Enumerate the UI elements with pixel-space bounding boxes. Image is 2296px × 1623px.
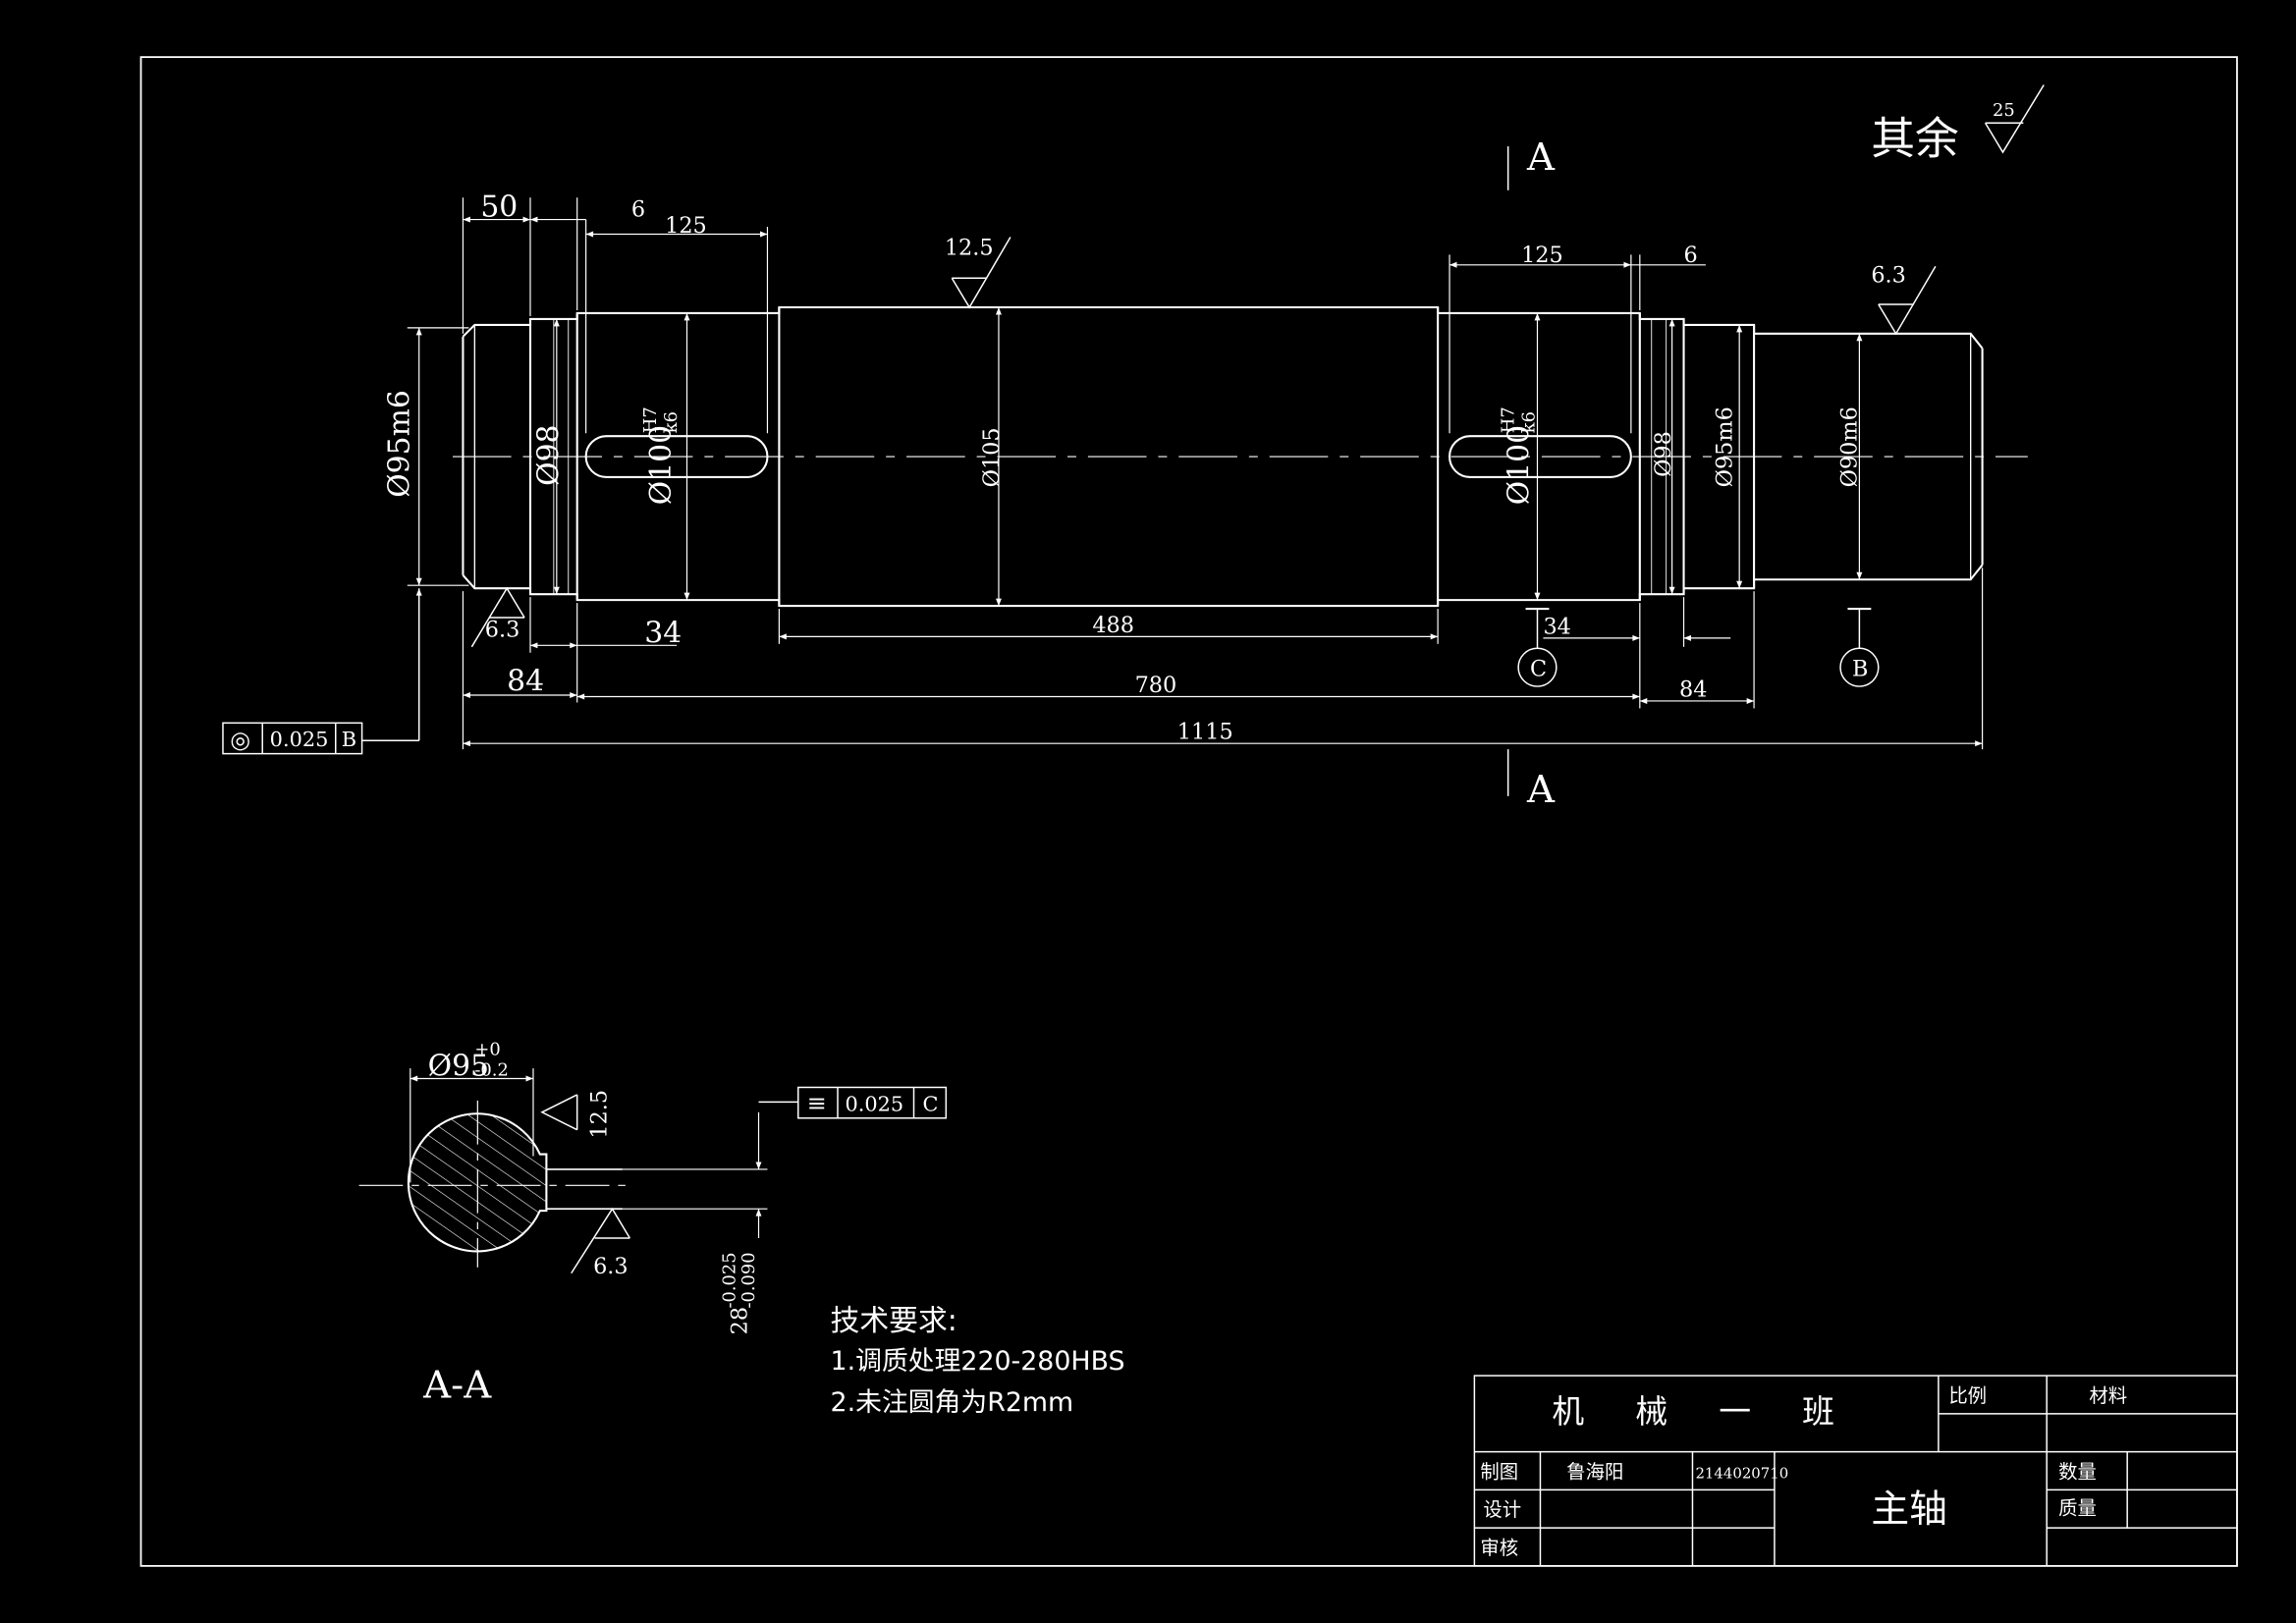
roughness-symbol-left (470, 586, 525, 648)
title-org: 机 械 一 班 (1552, 1393, 1854, 1431)
keyway-lower-dev: -0.090 (738, 1252, 759, 1308)
default-roughness-symbol (1984, 84, 2045, 154)
section-roughness-bottom: 6.3 (593, 1254, 629, 1279)
dim-125-right: 125 (1521, 243, 1563, 268)
roughness-middle-value: 12.5 (945, 235, 994, 260)
datum-b-symbol (1839, 608, 1880, 687)
fit-k6-right: k6 (1519, 411, 1540, 433)
coaxiality-datum: B (342, 728, 356, 751)
title-drawn-label: 制图 (1480, 1460, 1518, 1483)
title-design-label: 设计 (1483, 1498, 1521, 1521)
section-title: A-A (422, 1363, 492, 1407)
dim-50: 50 (480, 190, 518, 225)
section-roughness-top: 12.5 (587, 1090, 613, 1139)
dia-95m6-left: Ø95m6 (382, 390, 416, 498)
dimension-lines (407, 197, 1984, 750)
dia-100-left: Ø100 (644, 425, 679, 505)
section-mark-top: A (1526, 135, 1556, 180)
keyway-left (584, 435, 769, 478)
fit-h7-left: H7 (640, 406, 661, 433)
symmetry-value: 0.025 (845, 1092, 903, 1115)
section-view (358, 1068, 948, 1274)
roughness-left-value: 6.3 (485, 617, 520, 642)
section-mark-bottom: A (1526, 768, 1556, 812)
dia-100-right: Ø100 (1503, 425, 1537, 505)
dim-84-left: 84 (507, 665, 544, 699)
dim-34-left: 34 (644, 616, 682, 650)
title-material-label: 材料 (2089, 1384, 2127, 1407)
dia-98-left: Ø98 (531, 425, 566, 486)
title-scale-label: 比例 (1948, 1384, 1987, 1407)
dim-6-right: 6 (1684, 243, 1698, 268)
roughness-symbol-right (1878, 265, 1937, 336)
title-mass-label: 质量 (2058, 1497, 2097, 1520)
section-diameter: Ø95 (428, 1050, 489, 1084)
title-part-name: 主轴 (1871, 1488, 1947, 1532)
default-roughness-value: 25 (1993, 100, 2015, 121)
dia-98-right: Ø98 (1651, 431, 1676, 477)
fit-h7-right: H7 (1499, 406, 1519, 433)
tech-req-item-1: 1.调质处理220-280HBS (831, 1346, 1125, 1377)
dia-95m6-right: Ø95m6 (1713, 406, 1738, 487)
dim-34-right: 34 (1543, 614, 1570, 639)
title-drawn-name: 鲁海阳 (1566, 1460, 1623, 1483)
title-block (1473, 1375, 2238, 1567)
keyway-upper-dev: -0.025 (720, 1252, 740, 1308)
datum-c-symbol (1517, 608, 1558, 687)
dia-105: Ø105 (979, 427, 1005, 487)
datum-c-label: C (1530, 657, 1547, 682)
roughness-symbol-middle (951, 237, 1011, 309)
dim-780: 780 (1135, 673, 1177, 698)
default-roughness-text: 其余 (1871, 113, 1958, 165)
roughness-right-value: 6.3 (1871, 263, 1906, 289)
title-quantity-label: 数量 (2058, 1460, 2097, 1483)
dim-488: 488 (1092, 613, 1134, 638)
fit-k6-left: k6 (661, 411, 682, 433)
title-drawn-id: 2144020710 (1695, 1464, 1788, 1482)
shaft-main-view (452, 305, 2028, 608)
tech-req-item-2: 2.未注圆角为R2mm (831, 1387, 1074, 1418)
section-upper-dev: +0 (474, 1040, 500, 1060)
dim-125-left: 125 (665, 213, 707, 239)
coaxiality-symbol: ◎ (230, 727, 250, 754)
dim-6-left: 6 (631, 197, 645, 223)
keyway-base-dim: 28 (728, 1307, 753, 1334)
symmetry-datum: C (922, 1092, 938, 1115)
dim-1115: 1115 (1177, 720, 1233, 745)
dim-84-right: 84 (1679, 676, 1707, 702)
tech-req-heading: 技术要求: (831, 1304, 957, 1338)
title-review-label: 审核 (1480, 1537, 1518, 1559)
section-lower-dev: -0.2 (474, 1060, 508, 1081)
drawing-frame (139, 56, 2238, 1567)
symmetry-symbol: ≡ (807, 1089, 827, 1116)
coaxiality-value: 0.025 (270, 728, 329, 751)
datum-b-label: B (1852, 657, 1868, 682)
dia-90m6: Ø90m6 (1836, 406, 1862, 487)
coaxiality-frame (222, 588, 422, 755)
